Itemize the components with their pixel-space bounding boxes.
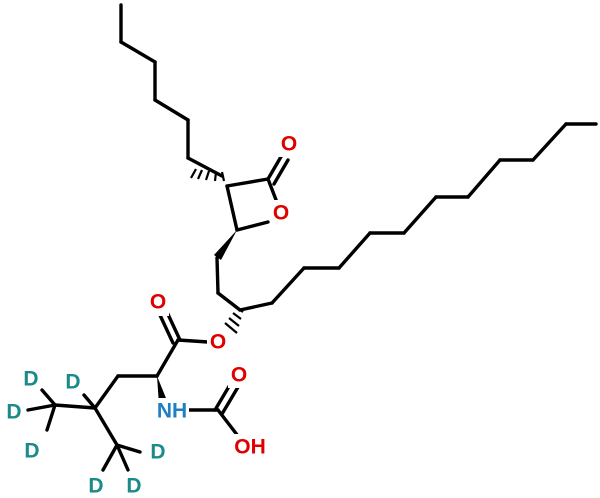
bond	[270, 266, 306, 305]
bond	[115, 443, 130, 472]
bond	[225, 184, 239, 232]
atom-d: D	[150, 441, 165, 464]
atom-o-lactone-carbonyl: O	[281, 133, 297, 156]
bond	[238, 301, 274, 312]
atom-labels: O O O O O NH OH D D D D D D D	[6, 131, 300, 498]
bond	[176, 338, 210, 344]
atom-d: D	[24, 440, 39, 463]
bond	[235, 220, 270, 232]
bold-wedge-alpha	[157, 376, 168, 405]
bond	[155, 338, 180, 378]
bond	[337, 231, 372, 270]
bond	[115, 443, 142, 454]
atom-d: D	[23, 368, 38, 391]
bond	[157, 311, 175, 345]
linker	[215, 256, 242, 312]
atom-nh: NH	[157, 400, 187, 423]
undecyl-chain	[238, 122, 598, 312]
bond	[266, 153, 284, 181]
bond	[531, 122, 568, 162]
bond	[101, 443, 119, 472]
atom-o-carbamic: O	[231, 364, 247, 387]
lactone-ring	[225, 153, 290, 232]
bond	[215, 256, 220, 295]
atom-d: D	[65, 371, 80, 394]
atom-o-ester: O	[210, 331, 226, 354]
hashed-wedge-ester	[224, 307, 244, 334]
leucine-side-chain	[26, 374, 159, 472]
atom-d: D	[126, 475, 141, 498]
bond	[26, 403, 57, 412]
bond	[402, 195, 438, 235]
hashed-wedge-c3	[190, 168, 226, 182]
bond	[225, 177, 270, 188]
bond	[216, 291, 242, 312]
bond	[53, 403, 97, 410]
atom-o-ring: O	[273, 202, 289, 225]
bond	[82, 393, 97, 410]
bold-wedge-c4	[214, 230, 237, 260]
bond	[466, 158, 502, 199]
atom-o-ester-carbonyl: O	[150, 291, 166, 314]
atom-d: D	[88, 475, 103, 498]
ester-group	[155, 308, 210, 378]
bond	[119, 40, 157, 64]
bond	[153, 98, 190, 122]
bond	[45, 403, 57, 432]
bond	[93, 406, 119, 447]
atom-d: D	[6, 401, 21, 424]
bond	[40, 388, 57, 407]
bond	[272, 158, 290, 186]
hexyl-chain	[119, 3, 224, 178]
bond	[93, 374, 120, 410]
bond	[216, 408, 240, 438]
atom-oh: OH	[234, 436, 266, 459]
